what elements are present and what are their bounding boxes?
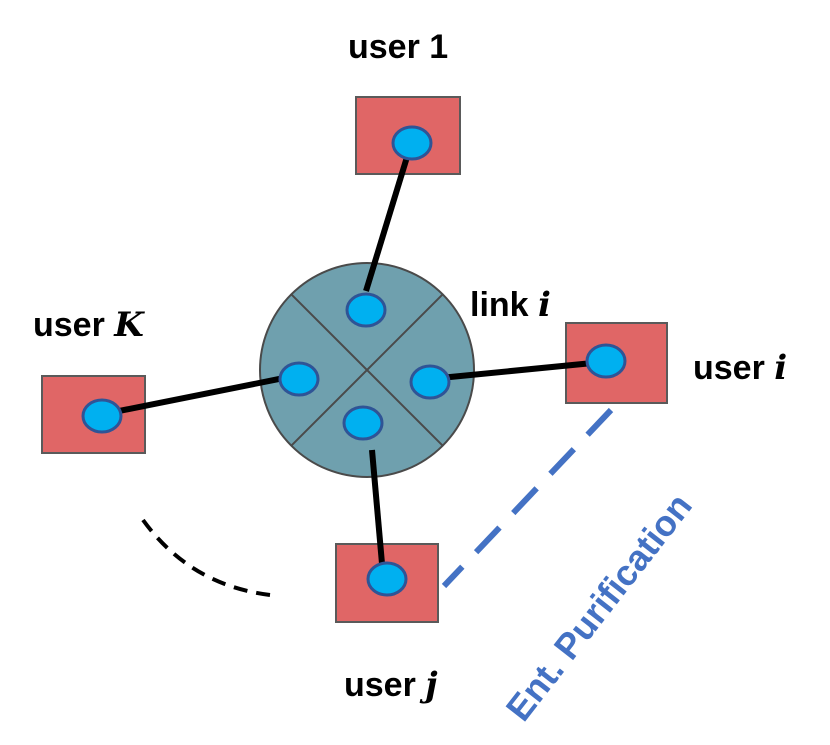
qubit-hub-bottom — [342, 405, 384, 441]
user-j-index: j — [425, 665, 438, 705]
user-k-prefix: user — [33, 306, 105, 344]
qubit-hub-top — [345, 292, 387, 328]
user-j-prefix: user — [344, 666, 416, 704]
more-users-arc — [141, 518, 271, 597]
user-1-index: 1 — [429, 28, 449, 66]
purification-line — [441, 407, 614, 589]
user-k-index: K — [114, 305, 144, 345]
qubit-user-i — [585, 343, 627, 379]
link-user-i — [439, 359, 604, 381]
qubit-user-j — [366, 561, 408, 597]
link-user-1 — [363, 143, 414, 292]
user-1-prefix: user — [348, 28, 420, 66]
link-prefix: link — [470, 286, 529, 324]
user-j-label: user j — [344, 668, 438, 702]
link-label: link i — [470, 288, 551, 322]
user-1-label: user 1 — [348, 30, 448, 64]
user-i-index: i — [774, 348, 788, 388]
link-user-j — [369, 449, 386, 576]
user-i-label: user i — [693, 351, 787, 385]
qubit-hub-left — [278, 361, 320, 397]
user-k-label: user K — [33, 308, 144, 342]
user-i-prefix: user — [693, 349, 765, 387]
qubit-user-1 — [391, 125, 433, 161]
link-user-k — [103, 374, 290, 417]
link-index: i — [538, 285, 551, 325]
central-hub — [259, 262, 475, 478]
qubit-user-k — [81, 398, 123, 434]
qubit-hub-right — [409, 364, 451, 400]
